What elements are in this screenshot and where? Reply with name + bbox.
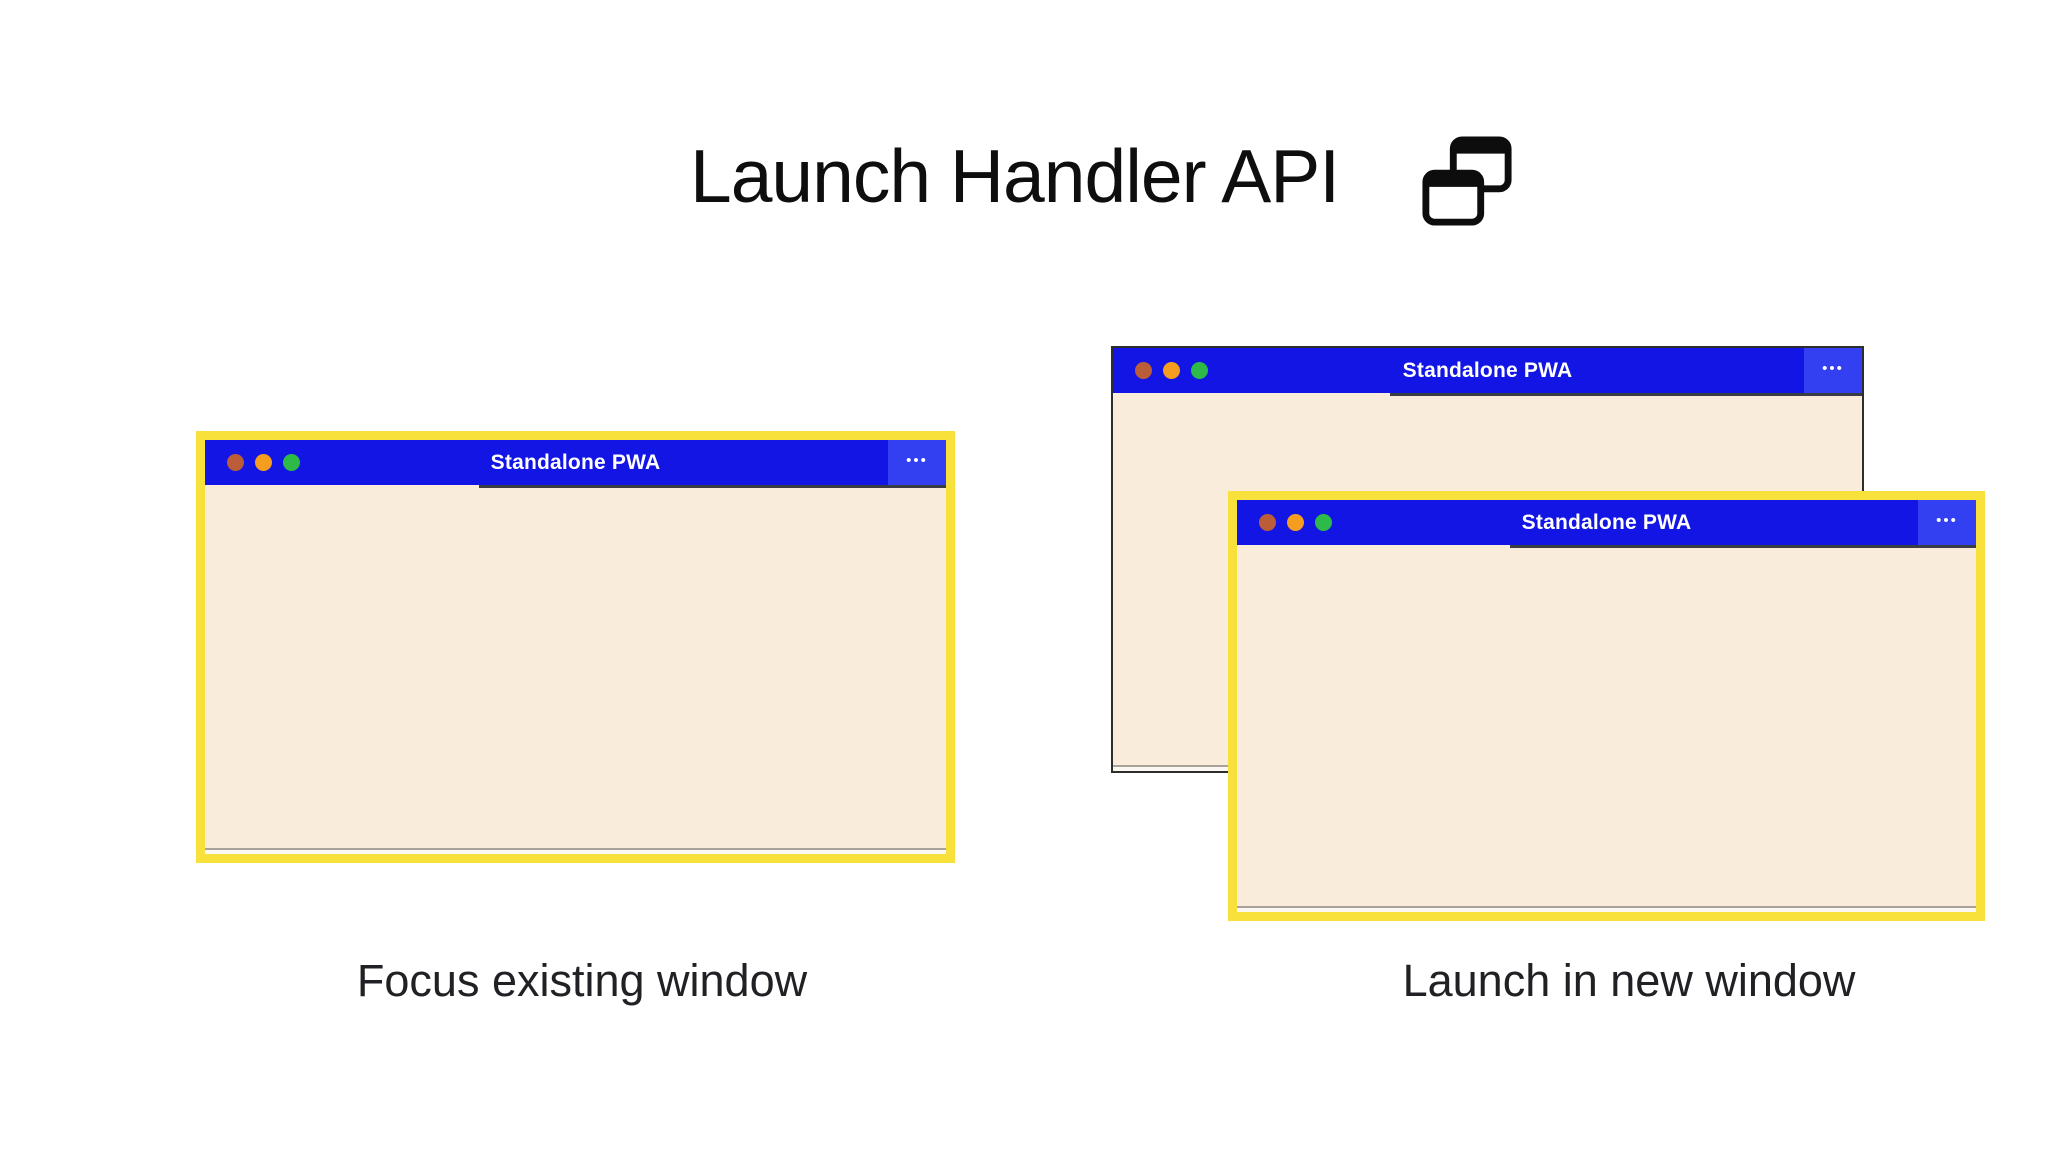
- titlebar-shadow: [479, 485, 946, 488]
- titlebar: Standalone PWA •••: [205, 440, 946, 485]
- maximize-dot-icon: [283, 454, 300, 471]
- minimize-dot-icon: [1287, 514, 1304, 531]
- bottom-strip: [205, 848, 946, 854]
- close-dot-icon: [1135, 362, 1152, 379]
- window-content: [205, 485, 946, 848]
- titlebar: Standalone PWA •••: [1113, 348, 1862, 393]
- window-content: [1237, 545, 1976, 906]
- maximize-dot-icon: [1315, 514, 1332, 531]
- new-launched-window: Standalone PWA •••: [1228, 491, 1985, 921]
- overflow-menu-button: •••: [1918, 500, 1976, 545]
- ellipsis-icon: •••: [906, 452, 928, 469]
- close-dot-icon: [227, 454, 244, 471]
- close-dot-icon: [1259, 514, 1276, 531]
- window-title: Standalone PWA: [1402, 358, 1573, 382]
- caption-focus-existing-window: Focus existing window: [356, 955, 808, 1006]
- minimize-dot-icon: [255, 454, 272, 471]
- maximize-dot-icon: [1191, 362, 1208, 379]
- window-title: Standalone PWA: [1521, 510, 1692, 534]
- page-title: Launch Handler API: [690, 134, 1340, 218]
- traffic-lights: [1113, 362, 1208, 379]
- caption-launch-in-new-window: Launch in new window: [1402, 955, 1856, 1006]
- window-title: Standalone PWA: [490, 450, 661, 474]
- overflow-menu-button: •••: [888, 440, 946, 485]
- titlebar-shadow: [1510, 545, 1976, 548]
- overflow-menu-button: •••: [1804, 348, 1862, 393]
- titlebar: Standalone PWA •••: [1237, 500, 1976, 545]
- ellipsis-icon: •••: [1822, 360, 1844, 377]
- focused-existing-window: Standalone PWA •••: [196, 431, 955, 863]
- titlebar-shadow: [1390, 393, 1862, 396]
- traffic-lights: [1237, 514, 1332, 531]
- bottom-strip: [1237, 906, 1976, 912]
- overlapping-windows-icon: [1422, 136, 1512, 226]
- minimize-dot-icon: [1163, 362, 1180, 379]
- traffic-lights: [205, 454, 300, 471]
- ellipsis-icon: •••: [1936, 512, 1958, 529]
